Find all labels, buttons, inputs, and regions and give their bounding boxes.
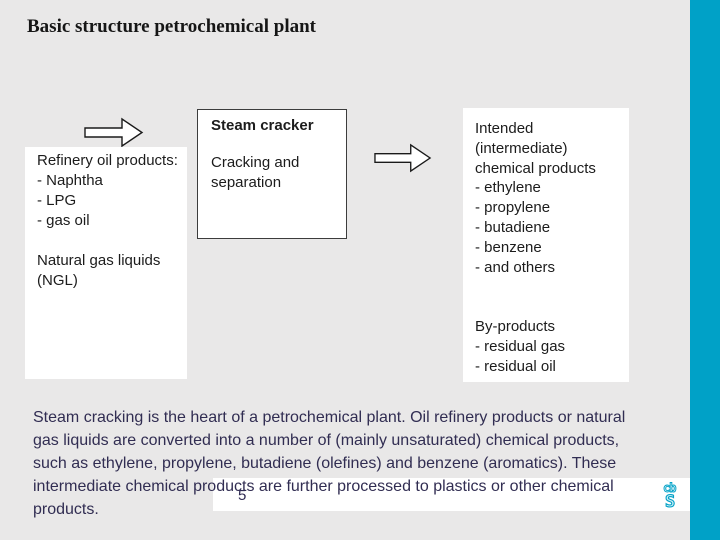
feedstock-line: Natural gas liquids bbox=[37, 252, 161, 269]
products-line: - and others bbox=[475, 258, 556, 276]
steam-cracker-box: Steam cracker Cracking and separation bbox=[197, 109, 347, 239]
steam-cracker-body: Cracking and separation bbox=[211, 154, 300, 191]
output-arrow-icon bbox=[374, 143, 432, 173]
steam-cracker-title: Steam cracker bbox=[211, 117, 314, 134]
feedstock-box: Refinery oil products: - Naphtha - LPG -… bbox=[25, 147, 187, 379]
accent-sidebar bbox=[690, 0, 720, 540]
feedstock-line: - Naphtha bbox=[37, 172, 103, 189]
products-line: - benzene bbox=[475, 238, 542, 256]
paragraph-line: intermediate chemical products are furth… bbox=[33, 478, 614, 495]
products-line: (intermediate) bbox=[475, 139, 568, 157]
products-line: chemical products bbox=[475, 159, 596, 177]
products-box: Intended (intermediate) chemical product… bbox=[463, 108, 629, 382]
products-line bbox=[475, 277, 623, 297]
products-line: - residual gas bbox=[475, 337, 566, 355]
footer-band bbox=[213, 478, 690, 511]
products-line: Intended bbox=[475, 120, 534, 137]
products-line: - ethylene bbox=[475, 179, 541, 197]
products-line: - residual oil bbox=[475, 357, 556, 375]
paragraph-line: Steam cracking is the heart of a petroch… bbox=[33, 409, 626, 426]
input-arrow-icon bbox=[84, 117, 144, 148]
feedstock-line bbox=[37, 231, 181, 251]
feedstock-line: - gas oil bbox=[37, 212, 90, 229]
feedstock-line: Refinery oil products: bbox=[37, 152, 178, 169]
slide-title: Basic structure petrochemical plant bbox=[27, 16, 317, 37]
feedstock-line: - LPG bbox=[37, 192, 77, 209]
products-line: - butadiene bbox=[475, 218, 551, 236]
svg-text:S: S bbox=[665, 492, 675, 508]
body-paragraph: Steam cracking is the heart of a petroch… bbox=[33, 406, 673, 521]
feedstock-line: (NGL) bbox=[37, 272, 78, 289]
products-line bbox=[475, 297, 623, 317]
page-number: 5 bbox=[238, 487, 247, 504]
cbs-logo-icon: cb S bbox=[663, 481, 678, 508]
products-line: - propylene bbox=[475, 199, 551, 217]
paragraph-line: such as ethylene, propylene, butadiene (… bbox=[33, 455, 617, 472]
products-line: By-products bbox=[475, 317, 556, 335]
paragraph-line: gas liquids are converted into a number … bbox=[33, 432, 620, 449]
paragraph-line: products. bbox=[33, 501, 99, 518]
svg-text:cb: cb bbox=[663, 481, 676, 495]
